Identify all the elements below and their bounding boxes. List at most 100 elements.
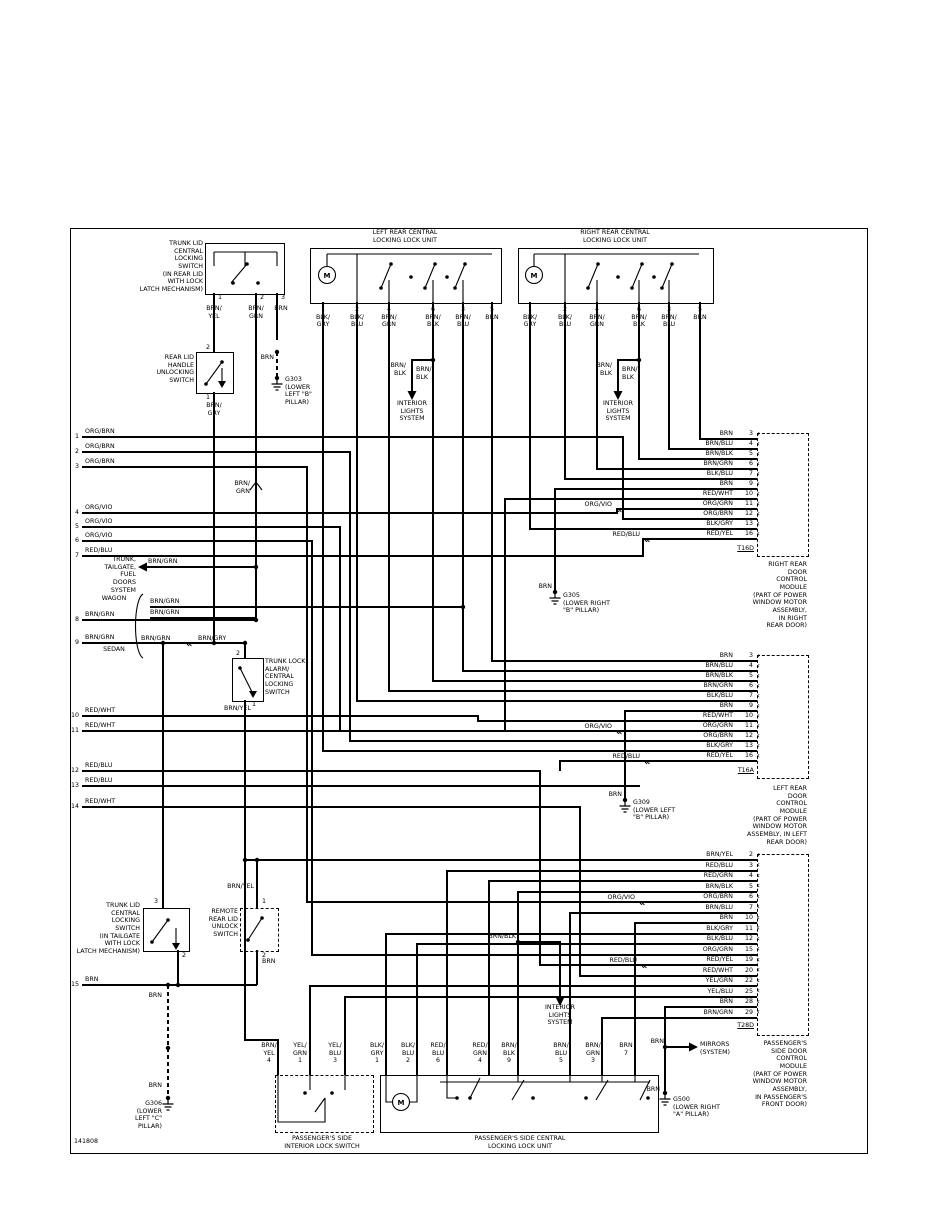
unit-pin-label: 6 BRN/ BLK	[631, 306, 647, 329]
pin-number: 1	[206, 394, 211, 401]
unit-pin-label: BRN/ YEL 4	[261, 1042, 277, 1065]
wire-label: BRN/GRY	[198, 635, 227, 642]
row-number: 1	[74, 433, 79, 440]
interior-switch-internals	[277, 1075, 346, 1123]
connector-label: T16D	[737, 545, 754, 552]
bottom-unit-internals	[385, 1075, 651, 1103]
ground-label-g303: G303 (LOWER LEFT "B" PILLAR)	[285, 376, 312, 407]
wire-label: BRN/GRN	[85, 634, 115, 641]
passenger-lock-unit-box	[380, 1075, 659, 1133]
wire-label: BRN/GRN	[150, 598, 180, 605]
bottom-trunk-lid-switch-label: TRUNK LID CENTRAL LOCKING SWITCH (IN TAI…	[76, 902, 140, 956]
row-number: 10	[70, 712, 79, 719]
diagram-border	[70, 228, 868, 1154]
left-rear-module-rows: BRN3BRN/BLU4BRN/BLK5BRN/GRN6BLK/BLU7BRN9…	[557, 0, 760, 1210]
svg-text:«: «	[641, 961, 647, 972]
ground-label-g305: G305 (LOWER RIGHT "B" PILLAR)	[563, 592, 610, 615]
wire-label: ORG/VIO	[85, 504, 113, 511]
wire-label: BRN/ BLK	[390, 362, 406, 377]
unit-pin-label: 6 BRN/ BLK	[425, 306, 441, 329]
unit-pin-label: 3 BRN/ BLU	[455, 306, 471, 329]
row-number: 8	[74, 616, 79, 623]
wire-label: BRN	[148, 1082, 162, 1089]
wire-label: ORG/BRN	[85, 443, 115, 450]
unit-pin-label: 4 BRN/ GRN	[589, 306, 605, 329]
interior-lights-system-label: INTERIOR LIGHTS SYSTEM	[603, 400, 633, 423]
row-number: 6	[74, 537, 79, 544]
wire-label: BRN/ GRN	[234, 480, 250, 495]
right-rear-module-box	[757, 433, 809, 557]
wire-label: ORG/VIO	[85, 532, 113, 539]
wire-label: RED/WHT	[85, 707, 116, 714]
mirrors-system-label: MIRRORS (SYSTEM)	[700, 1041, 731, 1056]
unit-pin-label: 4 BRN/ GRN	[381, 306, 397, 329]
wire-label: BRN/YEL	[224, 705, 251, 712]
wire-label: RED/WHT	[85, 798, 116, 805]
wire-label: BRN	[262, 958, 276, 965]
unit-pin-label: 2 BLK/ BLU	[349, 306, 365, 329]
trunk-tailgate-system-label: TRUNK, TAILGATE, FUEL DOORS SYSTEM	[104, 556, 136, 594]
left-rear-module-box	[757, 655, 809, 779]
trunk-lid-switch-box	[205, 243, 285, 295]
pin-number: 2	[262, 952, 267, 959]
wire-label: BRN	[148, 992, 162, 999]
wire-label: ORG/VIO	[85, 518, 113, 525]
wire-label: BRN/ YEL	[206, 305, 222, 320]
svg-text:M: M	[324, 272, 331, 280]
unit-pin-label: BRN 7	[619, 1042, 633, 1057]
wagon-bracket	[135, 593, 144, 659]
row-number: 14	[70, 803, 79, 810]
right-unit-wires	[411, 302, 757, 592]
unit-pin-label: BRN/ BLU 5	[553, 1042, 569, 1065]
passenger-wires	[245, 859, 757, 1093]
connector-label: T16A	[737, 767, 754, 774]
trunk-lock-alarm-switch-label: TRUNK LOCK ALARM/ CENTRAL LOCKING SWITCH	[265, 658, 306, 696]
wire-label: BRN/BLK	[488, 933, 516, 940]
right-rear-lock-unit-box	[518, 248, 714, 304]
svg-text:«: «	[639, 898, 645, 909]
wire-label: RED/BLU	[85, 762, 113, 769]
wire-label: BRN	[646, 1086, 660, 1093]
wire-label: BRN/ BLK	[416, 366, 432, 381]
row-number: 5	[74, 523, 79, 530]
connector-label: T28D	[737, 1022, 754, 1029]
pin-number: 2	[260, 294, 265, 301]
wire-label: BRN	[608, 791, 622, 798]
unit-pin-label: BLK/ GRY 1	[369, 1042, 385, 1065]
remote-rear-lid-switch-label: REMOTE REAR LID UNLOCK SWITCH	[208, 908, 238, 939]
row-number: 13	[70, 782, 79, 789]
wire-label: BRN/GRN	[150, 609, 180, 616]
row-number: 2	[74, 448, 79, 455]
wire-label: RED/BLU	[85, 547, 113, 554]
interior-lights-system-label: INTERIOR LIGHTS SYSTEM	[397, 400, 427, 423]
pin-number: 3	[154, 898, 159, 905]
rear-lid-handle-switch-label: REAR LID HANDLE UNLOCKING SWITCH	[156, 354, 194, 385]
ground-label-g306: G306 (LOWER LEFT "C" PILLAR)	[134, 1100, 162, 1131]
row-number: 7	[74, 552, 79, 559]
unit-pin-label: RED/ GRN 4	[472, 1042, 488, 1065]
wire-label: BRN	[538, 583, 552, 590]
unit-pin-label: BRN/ BLK 9	[501, 1042, 517, 1065]
